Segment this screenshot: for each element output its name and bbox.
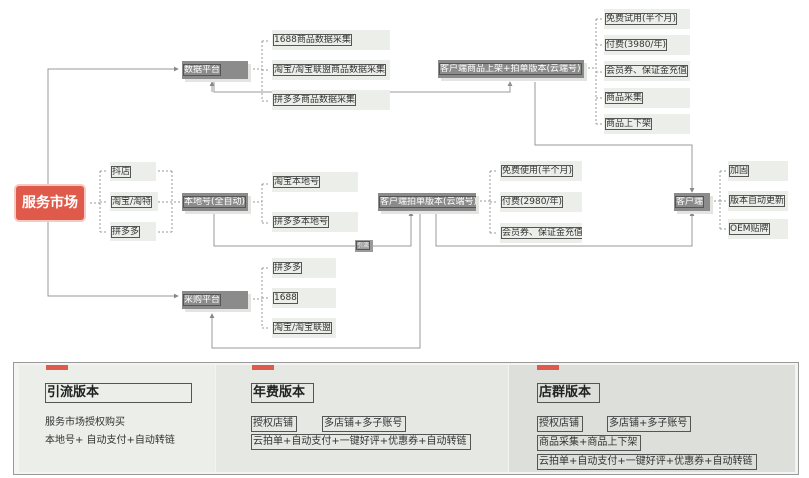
legend-panel-1: 引流版本 服务市场授权购买 本地号+ 自动支付+自动转链 bbox=[19, 365, 215, 472]
client-child-2: OEM贴牌 bbox=[728, 219, 788, 239]
root-child-douyin: 抖店 bbox=[110, 162, 156, 181]
hub-data-platform: 数据平台 bbox=[182, 61, 248, 79]
panel-title: 引流版本 bbox=[45, 383, 192, 403]
purchase-child-1688: 1688 bbox=[272, 288, 336, 308]
panel-line: 多店铺+多子账号 bbox=[607, 416, 692, 432]
client-child-1: 版本自动更新 bbox=[728, 191, 788, 211]
hub-cloud-order: 客户端拍单版本(云端号) bbox=[378, 193, 476, 211]
panel-line: 授权店铺 bbox=[251, 416, 297, 432]
cloud-listing-child-2: 会员券、保证金充值 bbox=[604, 61, 690, 81]
accent-bar bbox=[46, 365, 68, 370]
cloud-order-child-0: 免费使用(半个月) bbox=[500, 161, 582, 181]
accent-bar bbox=[252, 365, 274, 370]
data-child-1688: 1688商品数据采集 bbox=[272, 30, 390, 50]
cloud-order-child-2: 会员券、保证金充值 bbox=[500, 223, 582, 243]
data-child-taobao: 淘宝/淘宝联盟商品数据采集 bbox=[272, 60, 390, 80]
panel-line: 商品采集+商品上下架 bbox=[537, 435, 642, 451]
panel-title: 店群版本 bbox=[537, 383, 600, 403]
hub-cloud-listing: 客户端商品上架+拍单版本(云端号) bbox=[438, 60, 584, 78]
cloud-listing-child-1: 付费(3980/年) bbox=[604, 35, 690, 55]
purchase-child-taobao: 淘宝/淘宝联盟 bbox=[272, 318, 336, 338]
cloud-order-child-1: 付费(2980/年) bbox=[500, 192, 582, 212]
legend-panel-3: 店群版本 授权店铺 多店铺+多子账号 商品采集+商品上下架 云拍单+自动支付+一… bbox=[509, 365, 795, 472]
root-child-pdd: 拼多多 bbox=[110, 222, 156, 241]
client-child-0: 加固 bbox=[728, 161, 788, 181]
hub-client: 客户端 bbox=[674, 193, 710, 211]
cloud-listing-child-0: 免费试用(半个月) bbox=[604, 9, 690, 29]
data-child-pdd: 拼多多商品数据采集 bbox=[272, 90, 390, 110]
accent-bar bbox=[537, 365, 559, 370]
purchase-child-pdd: 拼多多 bbox=[272, 258, 336, 278]
hub-local-number: 本地号(全自动) bbox=[182, 193, 248, 211]
panel-title: 年费版本 bbox=[251, 383, 314, 403]
cloud-listing-child-3: 商品采集 bbox=[604, 88, 690, 108]
panel-line: 云拍单+自动支付+一键好评+优惠券+自动转链 bbox=[537, 454, 757, 470]
panel-line: 多店铺+多子账号 bbox=[322, 416, 407, 432]
local-child-taobao: 淘宝本地号 bbox=[272, 172, 358, 192]
legend-panel-2: 年费版本 授权店铺 多店铺+多子账号 云拍单+自动支付+一键好评+优惠券+自动转… bbox=[216, 365, 508, 472]
panel-line: 授权店铺 bbox=[537, 416, 583, 432]
hub-purchase-platform: 采购平台 bbox=[182, 291, 248, 309]
local-child-pdd: 拼多多本地号 bbox=[272, 212, 358, 232]
hub-small-link: 引流 bbox=[355, 240, 373, 252]
root-child-taobao: 淘宝/淘特 bbox=[110, 192, 158, 211]
root-node: 服务市场 bbox=[16, 186, 84, 220]
panel-line: 云拍单+自动支付+一键好评+优惠券+自动转链 bbox=[251, 434, 471, 450]
panel-line: 服务市场授权购买 bbox=[45, 417, 125, 428]
cloud-listing-child-4: 商品上下架 bbox=[604, 114, 690, 134]
panel-line: 本地号+ 自动支付+自动转链 bbox=[45, 435, 175, 446]
